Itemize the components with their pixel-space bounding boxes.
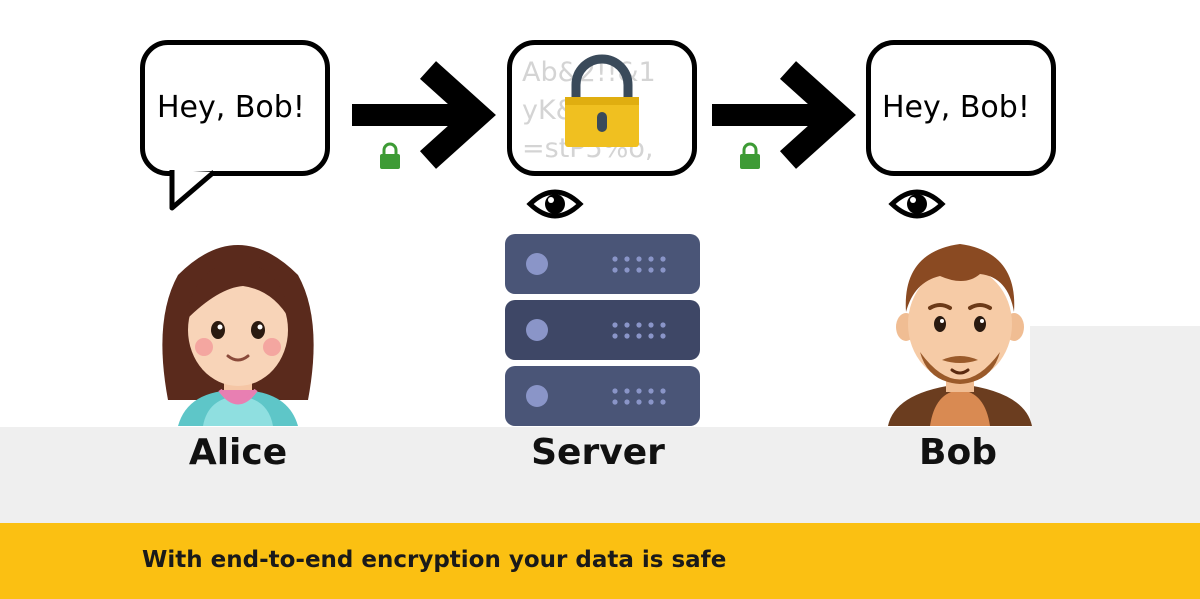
padlock-icon (565, 54, 639, 147)
lock-icon (740, 142, 760, 169)
footer-banner (0, 523, 1200, 599)
alice-avatar (162, 245, 314, 426)
lock-icon (380, 142, 400, 169)
background-gray-band (0, 427, 1200, 523)
arrow-right-icon (712, 61, 856, 169)
alice-label: Alice (188, 432, 288, 473)
bob-message: Hey, Bob! (882, 90, 1030, 125)
eye-icon (888, 189, 946, 219)
bob-speech-bubble (866, 40, 1056, 176)
background-gray-step (1030, 326, 1200, 428)
alice-speech-bubble (140, 40, 330, 176)
server-label: Server (531, 432, 665, 473)
alice-message: Hey, Bob! (157, 90, 305, 125)
bob-label: Bob (919, 432, 997, 473)
alice-bubble-tail (169, 165, 216, 211)
arrow-right-icon (352, 61, 496, 169)
server-icon (505, 234, 700, 426)
bob-avatar (888, 244, 1032, 426)
footer-text: With end-to-end encryption your data is … (142, 547, 727, 573)
eye-icon (526, 189, 584, 219)
